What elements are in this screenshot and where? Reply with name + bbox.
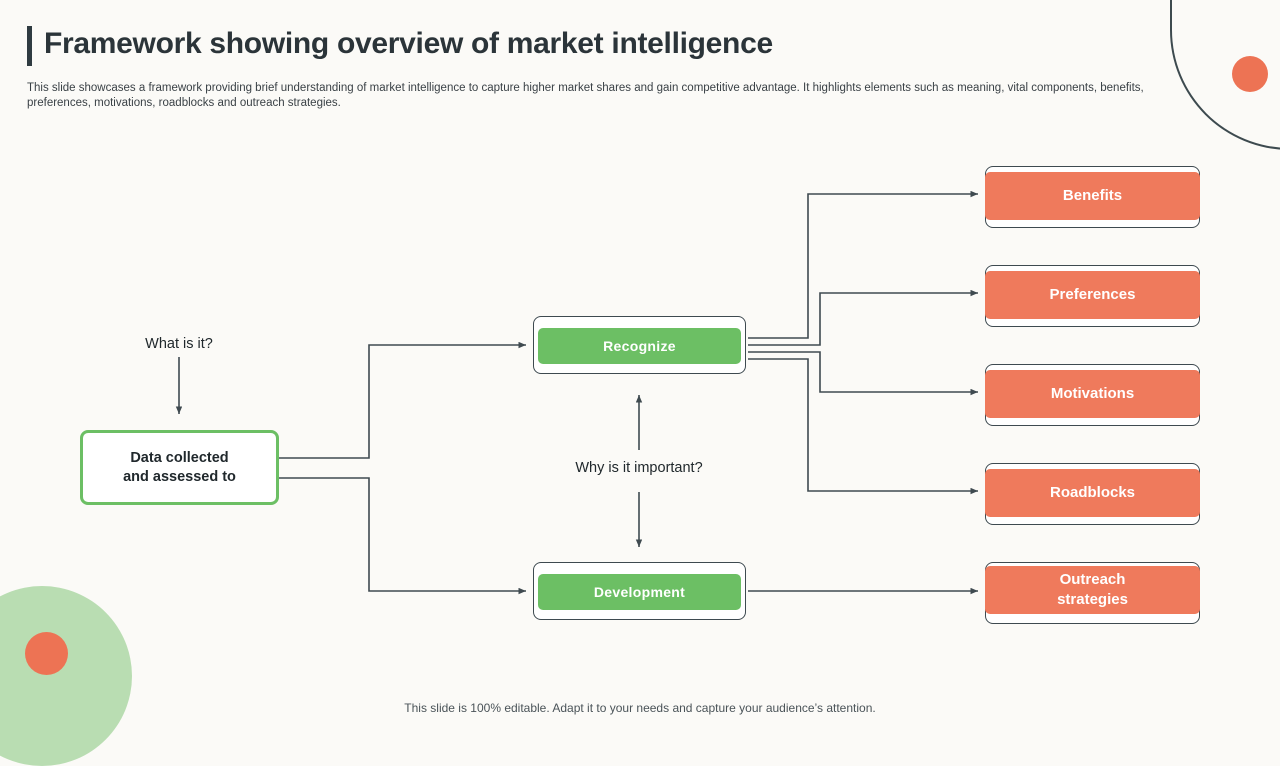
footer-note: This slide is 100% editable. Adapt it to… — [404, 701, 876, 715]
node-motivations-label: Motivations — [1050, 385, 1135, 402]
page-subtitle: This slide showcases a framework providi… — [27, 82, 1144, 109]
node-data-collected[interactable]: Data collected and assessed to — [80, 430, 279, 505]
page-header: Framework showing overview of market int… — [27, 24, 773, 66]
node-motivations[interactable]: Motivations — [985, 370, 1200, 418]
node-outreach-strategies-line2: strategies — [1057, 591, 1128, 608]
node-roadblocks-label: Roadblocks — [1049, 484, 1136, 501]
label-what-is-it: What is it? — [145, 336, 213, 352]
node-benefits-label: Benefits — [1062, 187, 1123, 204]
node-development-label: Development — [593, 584, 686, 600]
title-accent-bar — [27, 26, 32, 66]
decorative-circle-bottom-left — [25, 632, 68, 675]
framework-diagram: What is it? Why is it important? Data co… — [80, 166, 1200, 624]
node-data-collected-line1: Data collected — [130, 449, 229, 466]
node-preferences-label: Preferences — [1049, 286, 1136, 303]
node-development[interactable]: Development — [538, 574, 741, 610]
page-title: Framework showing overview of market int… — [44, 27, 773, 60]
decorative-circle-top-right — [1232, 56, 1268, 92]
node-recognize-label: Recognize — [603, 338, 676, 354]
label-why-is-it-important: Why is it important? — [575, 460, 703, 476]
node-recognize[interactable]: Recognize — [538, 328, 741, 364]
node-outreach-strategies[interactable]: Outreach strategies — [985, 566, 1200, 614]
node-outreach-strategies-line1: Outreach — [1059, 571, 1126, 588]
node-preferences[interactable]: Preferences — [985, 271, 1200, 319]
node-benefits[interactable]: Benefits — [985, 172, 1200, 220]
node-data-collected-line2: and assessed to — [123, 468, 236, 485]
node-roadblocks[interactable]: Roadblocks — [985, 469, 1200, 517]
